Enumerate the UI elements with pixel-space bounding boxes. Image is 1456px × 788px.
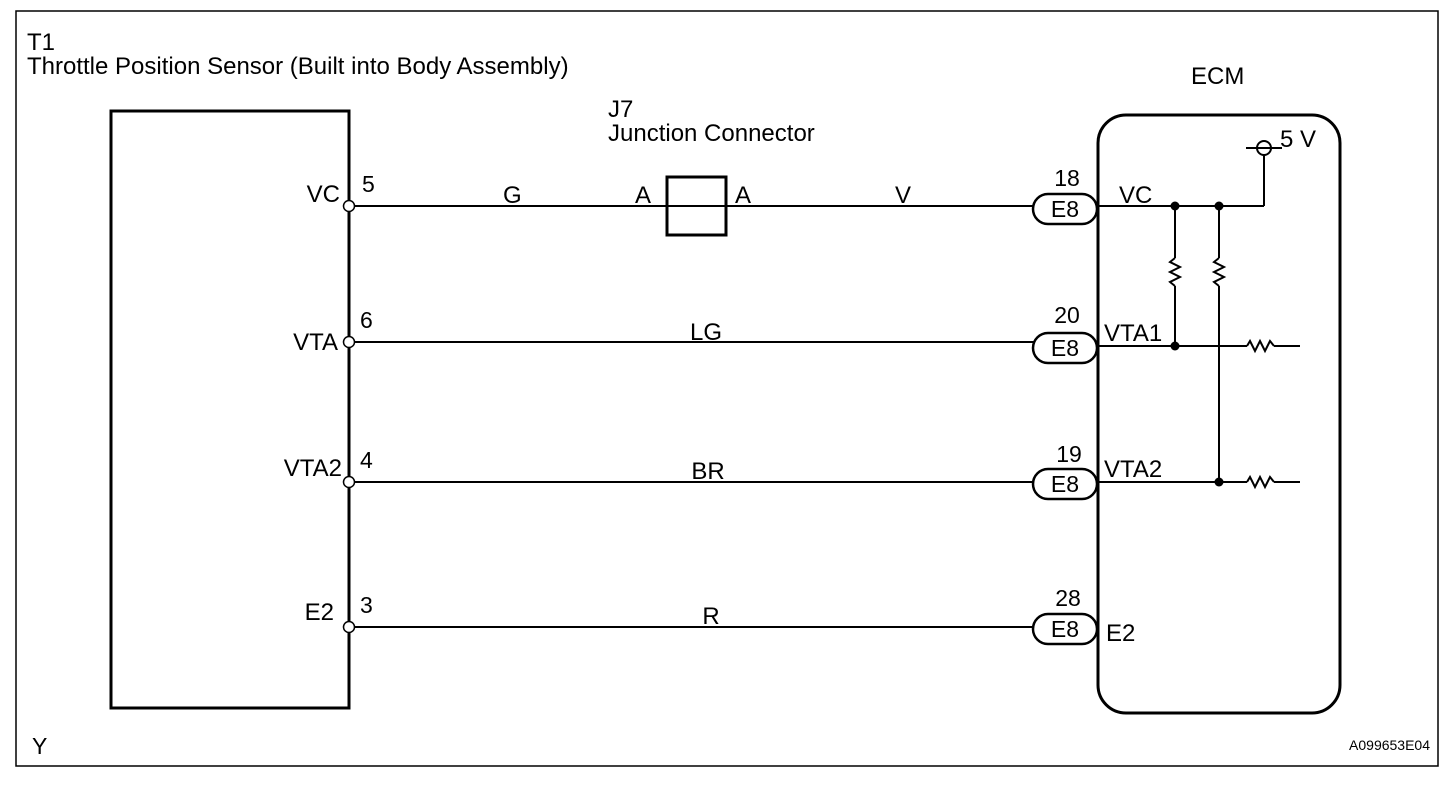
- junction-code: J7: [608, 96, 633, 123]
- wire-color-label: R: [702, 603, 719, 630]
- sensor-terminal-label: E2: [305, 599, 334, 626]
- ecm-terminal-label: VTA2: [1104, 456, 1162, 483]
- sensor-pin-number: 6: [360, 307, 373, 333]
- wire-color-label: LG: [690, 319, 722, 346]
- ecm-pin-number: 28: [1055, 585, 1081, 611]
- ecm-pin-number: 19: [1056, 441, 1082, 467]
- junction-right-label: A: [735, 182, 751, 209]
- figure-reference: A099653E04: [1349, 737, 1430, 753]
- svg-text:E8: E8: [1051, 196, 1079, 222]
- sensor-pin-number: 4: [360, 447, 373, 473]
- ecm-connector: E8: [1031, 612, 1099, 646]
- ecm-supply-label: 5 V: [1280, 126, 1316, 153]
- junction-left-label: A: [635, 182, 651, 209]
- ecm-terminal-label: VTA1: [1104, 320, 1162, 347]
- ecm-pin-number: 18: [1054, 165, 1080, 191]
- sensor-pin-number: 3: [360, 592, 373, 618]
- sensor-pin-number: 5: [362, 171, 375, 197]
- junction-name: Junction Connector: [608, 120, 815, 147]
- wire-color-label: G: [503, 182, 522, 209]
- svg-text:E8: E8: [1051, 471, 1079, 497]
- sensor-body: [109, 109, 351, 710]
- ecm-connector: E8: [1031, 467, 1099, 501]
- ecm-pin-number: 20: [1054, 302, 1080, 328]
- svg-text:E8: E8: [1051, 335, 1079, 361]
- sensor-name: Throttle Position Sensor (Built into Bod…: [27, 53, 569, 80]
- sensor-terminal-vta: [342, 335, 356, 349]
- sensor-terminal-vc: [342, 199, 356, 213]
- sensor-terminal-label: VTA2: [284, 455, 342, 482]
- ecm-connector: E8: [1031, 192, 1099, 226]
- ecm-connector: E8: [1031, 331, 1099, 365]
- ecm-terminal-label: E2: [1106, 620, 1135, 647]
- ecm-terminal-label: VC: [1119, 182, 1152, 209]
- svg-text:E8: E8: [1051, 616, 1079, 642]
- footer-left-label: Y: [32, 733, 47, 759]
- sensor-terminal-label: VC: [307, 181, 340, 208]
- sensor-terminal-label: VTA: [293, 329, 338, 356]
- wire-color-label: V: [895, 182, 911, 209]
- wire-color-label: BR: [691, 458, 724, 485]
- sensor-terminal-e2: [342, 620, 356, 634]
- ecm-internal-circuit: [1097, 140, 1300, 490]
- ecm-label: ECM: [1191, 63, 1244, 90]
- sensor-terminal-vta2: [342, 475, 356, 489]
- sensor-code: T1: [27, 29, 55, 56]
